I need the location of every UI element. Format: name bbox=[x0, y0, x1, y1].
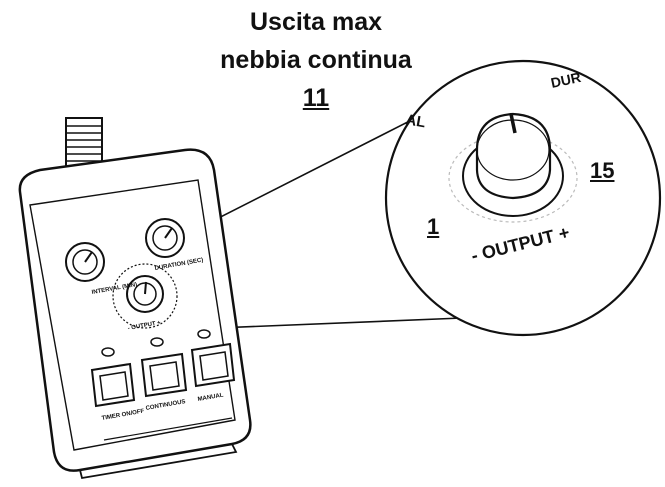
timer-led bbox=[101, 347, 115, 357]
continuous-led bbox=[150, 337, 164, 347]
remote-controller: INTERVAL (MIN) DURATION (SEC) - OUTPUT +… bbox=[18, 117, 252, 480]
output-max-value: 15 bbox=[590, 158, 615, 183]
partial-duration-label: DUR bbox=[549, 69, 582, 91]
output-knob-small bbox=[112, 263, 178, 329]
timer-button[interactable] bbox=[90, 362, 136, 408]
duration-knob bbox=[145, 218, 185, 258]
output-min-value: 1 bbox=[427, 214, 440, 239]
title-line-1: Uscita max bbox=[249, 8, 383, 36]
knob-cylinder bbox=[475, 112, 552, 200]
partial-interval-label: AL bbox=[404, 111, 427, 131]
manual-button[interactable] bbox=[190, 342, 236, 388]
title-line-2: nebbia continua bbox=[220, 46, 412, 74]
output-label-small: - OUTPUT + bbox=[127, 320, 162, 332]
interval-knob bbox=[65, 242, 105, 282]
manual-button-label: MANUAL bbox=[197, 392, 224, 402]
continuous-button[interactable] bbox=[140, 352, 188, 398]
manual-led bbox=[197, 329, 211, 339]
title-value: 11 bbox=[302, 84, 330, 112]
magnified-detail bbox=[384, 59, 662, 337]
knob-pointer bbox=[509, 113, 517, 134]
